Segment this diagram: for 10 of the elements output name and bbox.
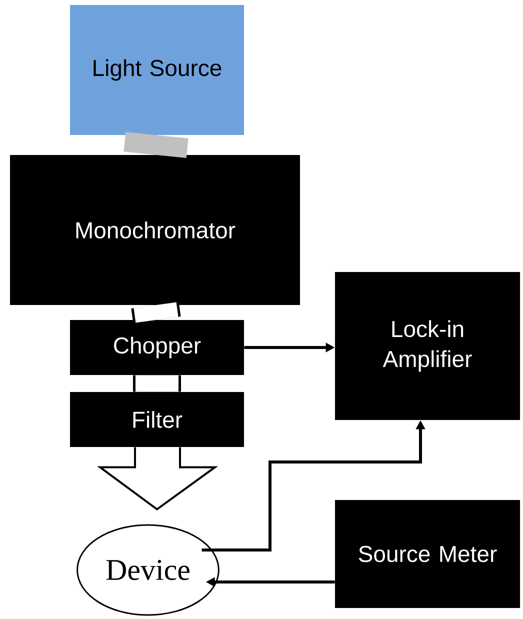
connector-bar <box>124 132 188 158</box>
block-arrow <box>96 446 218 510</box>
amplifier-box: Lock-in Amplifier <box>335 272 520 420</box>
filter-box: Filter <box>70 392 244 447</box>
chopper-box: Chopper <box>70 320 244 375</box>
meter-box: Source Meter <box>335 500 520 608</box>
light-source-box: Light Source <box>70 5 244 135</box>
double-line-connector <box>131 302 181 324</box>
double-line-connector <box>133 375 181 392</box>
monochromator-box: Monochromator <box>10 155 300 305</box>
